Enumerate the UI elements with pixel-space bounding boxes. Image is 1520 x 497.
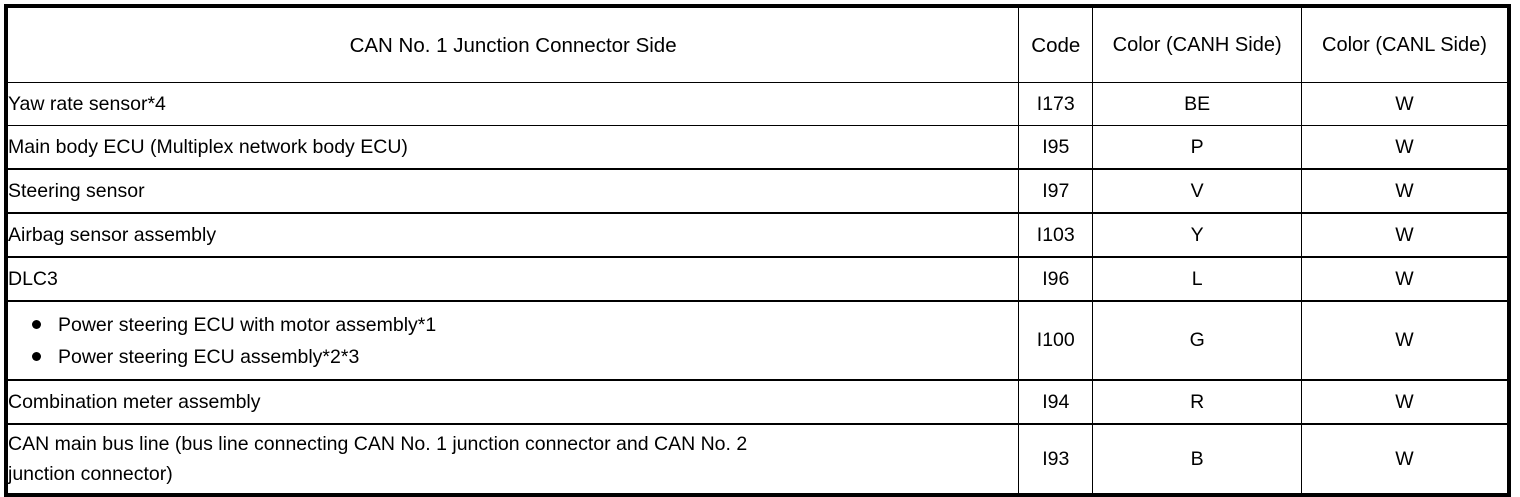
cell-color-canl: W <box>1300 125 1510 170</box>
bullet-dot-icon <box>32 319 41 329</box>
cell-color-canl: W <box>1300 256 1510 302</box>
table-row: Airbag sensor assembly I103 Y W <box>5 212 1510 258</box>
cell-connector-name: Airbag sensor assembly <box>5 212 1020 258</box>
table-row: Main body ECU (Multiplex network body EC… <box>5 125 1510 170</box>
cell-color-canh: B <box>1092 423 1302 496</box>
cell-code: I95 <box>1018 125 1094 170</box>
table-row: Steering sensor I97 V W <box>5 168 1510 214</box>
cell-color-canl: W <box>1300 300 1510 381</box>
list-item: Power steering ECU assembly*2*3 <box>8 341 1018 373</box>
cell-connector-name: Yaw rate sensor*4 <box>5 82 1020 126</box>
cell-code: I93 <box>1018 423 1094 496</box>
bullet-dot-icon <box>32 351 41 361</box>
cell-connector-name: Main body ECU (Multiplex network body EC… <box>5 125 1020 170</box>
table-header-row: CAN No. 1 Junction Connector Side Code C… <box>5 5 1510 83</box>
can-junction-connector-table: CAN No. 1 Junction Connector Side Code C… <box>4 4 1511 497</box>
cell-color-canl: W <box>1300 168 1510 214</box>
cell-connector-name: Combination meter assembly <box>5 379 1020 425</box>
cell-connector-name-bulleted: Power steering ECU with motor assembly*1… <box>5 300 1020 381</box>
table-row: Yaw rate sensor*4 I173 BE W <box>5 82 1510 126</box>
cell-color-canh: R <box>1092 379 1302 425</box>
cell-color-canh: L <box>1092 256 1302 302</box>
column-header-color-canh: Color (CANH Side) <box>1092 5 1302 83</box>
name-line-1: CAN main bus line (bus line connecting C… <box>8 433 748 455</box>
bullet-list: Power steering ECU with motor assembly*1… <box>8 309 1018 373</box>
column-header-connector-side: CAN No. 1 Junction Connector Side <box>5 5 1020 83</box>
cell-code: I100 <box>1018 300 1094 381</box>
column-header-color-canl: Color (CANL Side) <box>1300 5 1510 83</box>
table-body: Yaw rate sensor*4 I173 BE W Main body EC… <box>5 82 1510 496</box>
table-container: CAN No. 1 Junction Connector Side Code C… <box>4 4 1511 497</box>
cell-color-canh: BE <box>1092 82 1302 126</box>
table-row: CAN main bus line (bus line connecting C… <box>5 423 1510 496</box>
bullet-label: Power steering ECU assembly*2*3 <box>58 345 360 368</box>
cell-color-canh: G <box>1092 300 1302 381</box>
cell-color-canh: Y <box>1092 212 1302 258</box>
table-row: Combination meter assembly I94 R W <box>5 379 1510 425</box>
cell-code: I94 <box>1018 379 1094 425</box>
cell-code: I173 <box>1018 82 1094 126</box>
cell-color-canl: W <box>1300 212 1510 258</box>
table-row: Power steering ECU with motor assembly*1… <box>5 300 1510 381</box>
cell-connector-name: Steering sensor <box>5 168 1020 214</box>
cell-color-canl: W <box>1300 423 1510 496</box>
list-item: Power steering ECU with motor assembly*1 <box>8 309 1018 341</box>
cell-color-canl: W <box>1300 379 1510 425</box>
cell-color-canh: P <box>1092 125 1302 170</box>
cell-code: I97 <box>1018 168 1094 214</box>
cell-code: I103 <box>1018 212 1094 258</box>
column-header-code: Code <box>1018 5 1094 83</box>
cell-color-canl: W <box>1300 82 1510 126</box>
cell-connector-name: DLC3 <box>5 256 1020 302</box>
cell-color-canh: V <box>1092 168 1302 214</box>
bullet-label: Power steering ECU with motor assembly*1 <box>58 313 437 336</box>
cell-code: I96 <box>1018 256 1094 302</box>
name-line-2: junction connector) <box>8 463 173 485</box>
cell-connector-name-multiline: CAN main bus line (bus line connecting C… <box>5 423 1020 496</box>
table-row: DLC3 I96 L W <box>5 256 1510 302</box>
